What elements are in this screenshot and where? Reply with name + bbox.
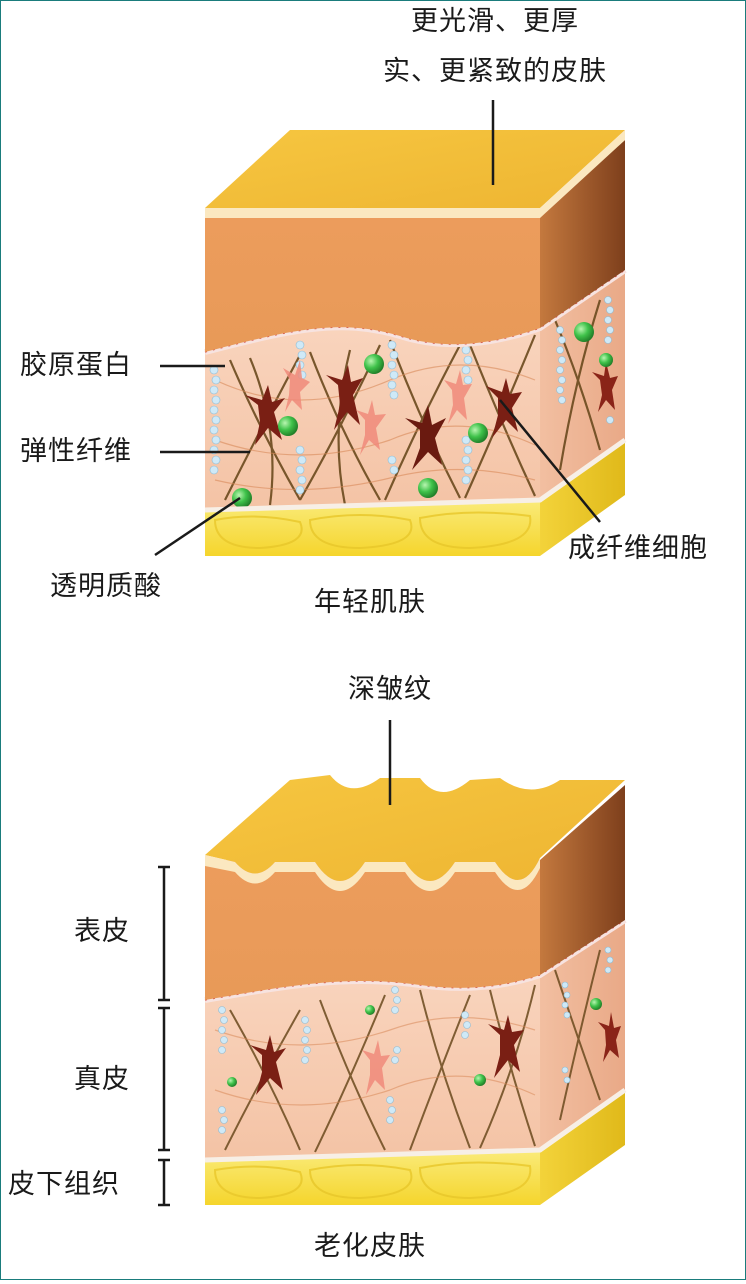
- young-epidermis-side: [540, 140, 625, 328]
- young-fat-side: [540, 440, 625, 556]
- young-hyaluronic-acid: [232, 322, 613, 508]
- young-epidermis-top: [205, 130, 625, 208]
- epidermis-bracket: [158, 865, 170, 1002]
- aged-epidermis-front: [205, 860, 540, 1000]
- subcutaneous-bracket: [158, 1158, 170, 1207]
- young-fibroblasts: [245, 360, 618, 470]
- young-skin-caption: 年轻肌肤: [314, 587, 426, 618]
- aged-skin-block: [204, 775, 627, 1205]
- young-skin-block: [204, 130, 627, 556]
- dermis-bracket: [158, 1006, 170, 1152]
- hyaluronic-acid-label: 透明质酸: [50, 571, 162, 602]
- young-epidermis-front: [205, 215, 540, 352]
- young-top-label-line1: 更光滑、更厚: [411, 6, 579, 37]
- aged-dermis-side: [540, 920, 625, 1150]
- subcutaneous-label: 皮下组织: [8, 1169, 120, 1200]
- young-top-label-line2: 实、更紧致的皮肤: [383, 56, 607, 87]
- young-collagen-strands: [209, 296, 614, 495]
- aged-leader-lines: [158, 720, 392, 1207]
- aged-fibroblasts: [250, 1012, 621, 1095]
- aged-skin-caption: 老化皮肤: [314, 1231, 426, 1262]
- collagen-label: 胶原蛋白: [20, 350, 132, 381]
- epidermis-label: 表皮: [74, 916, 130, 947]
- elastin-label: 弹性纤维: [20, 436, 132, 467]
- dermis-label: 真皮: [74, 1064, 130, 1095]
- young-leader-lines: [154, 100, 601, 557]
- fibroblast-label: 成纤维细胞: [568, 533, 708, 564]
- aged-epidermis-top: [205, 775, 625, 881]
- aged-collagen-strands: [218, 946, 614, 1134]
- aged-top-label: 深皱纹: [348, 674, 432, 705]
- aged-epidermis-side: [540, 785, 625, 975]
- aged-fat-side: [540, 1090, 625, 1205]
- aged-hyaluronic-acid: [227, 998, 602, 1087]
